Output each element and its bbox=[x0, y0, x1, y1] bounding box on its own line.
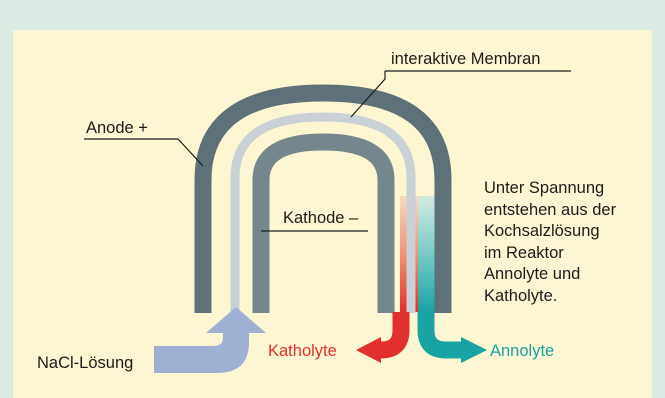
description-text: Unter Spannung entstehen aus der Kochsal… bbox=[484, 178, 654, 307]
description-line: Kochsalzlösung bbox=[484, 222, 600, 240]
cathode-label: Kathode – bbox=[283, 209, 359, 227]
katholyte-arrowhead bbox=[356, 337, 381, 363]
description-line: im Reaktor bbox=[484, 243, 564, 262]
annolyte-arrow-shaft bbox=[417, 312, 463, 359]
annolyte-arrowhead bbox=[461, 337, 487, 363]
annolyte-label: Annolyte bbox=[490, 342, 555, 360]
cathode-arch bbox=[252, 133, 395, 313]
membrane-leader-line bbox=[350, 71, 386, 118]
description-line: Unter Spannung bbox=[484, 179, 605, 197]
anode-leader-line bbox=[84, 138, 204, 167]
membrane-arch bbox=[230, 112, 416, 313]
katholyte-arrow-shaft bbox=[377, 312, 410, 359]
membrane-label: interaktive Membran bbox=[391, 50, 541, 68]
katholyte-label: Katholyte bbox=[268, 342, 337, 360]
annolyte-fill bbox=[418, 196, 436, 312]
description-line: entstehen aus der bbox=[484, 200, 617, 219]
anode-label: Anode + bbox=[86, 119, 148, 137]
nacl-input-label: NaCl-Lösung bbox=[37, 354, 134, 372]
input-arrow bbox=[154, 307, 266, 373]
description-line: Katholyte. bbox=[484, 286, 558, 305]
anode-arch bbox=[194, 84, 452, 313]
description-line: Annolyte und bbox=[484, 265, 581, 283]
